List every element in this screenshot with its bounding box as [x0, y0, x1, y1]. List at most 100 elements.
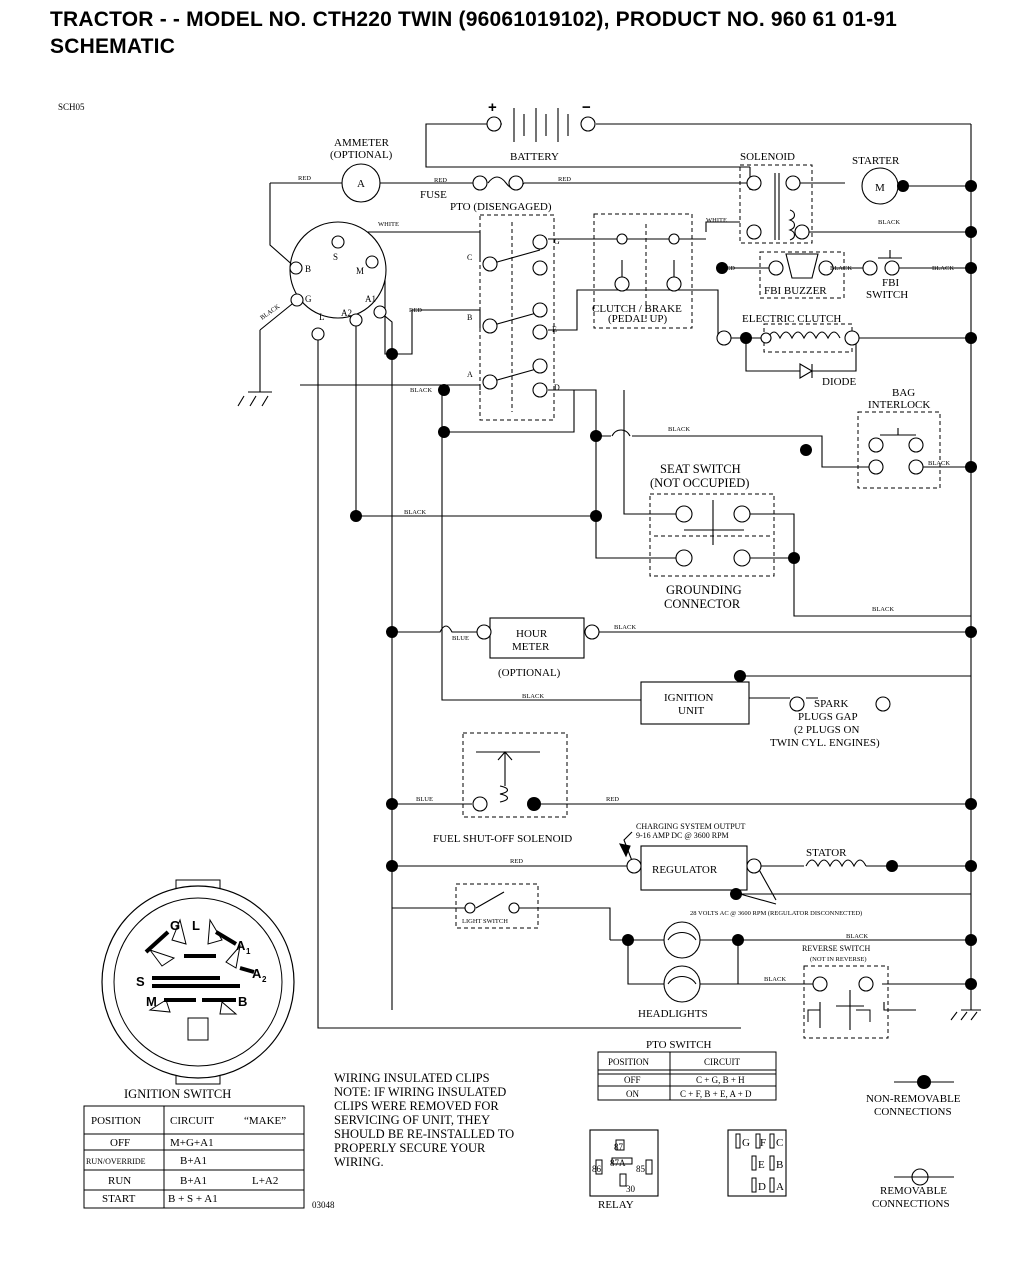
- svg-text:WIRING INSULATED CLIPS: WIRING INSULATED CLIPS: [334, 1071, 490, 1085]
- svg-text:L: L: [192, 918, 200, 933]
- svg-text:RED: RED: [434, 177, 447, 184]
- svg-text:E: E: [758, 1159, 765, 1171]
- solenoid-box: [739, 164, 813, 244]
- volts-note: 28 VOLTS AC @ 3600 RPM (REGULATOR DISCON…: [690, 910, 862, 917]
- svg-text:BLACK: BLACK: [932, 265, 954, 272]
- fuel-solenoid-label: FUEL SHUT-OFF SOLENOID: [433, 833, 572, 845]
- electric-clutch-box: [763, 323, 853, 353]
- svg-text:A1: A1: [365, 294, 376, 304]
- svg-text:B+A1: B+A1: [180, 1155, 207, 1167]
- svg-text:BLACK: BLACK: [404, 509, 426, 516]
- ignition-switch-title: IGNITION SWITCH: [124, 1087, 231, 1101]
- svg-text:RUN/OVERRIDE: RUN/OVERRIDE: [86, 1157, 146, 1166]
- page-subtitle: SCHEMATIC: [50, 35, 176, 58]
- svg-text:BLUE: BLUE: [416, 796, 433, 803]
- svg-text:87A: 87A: [610, 1158, 626, 1168]
- svg-text:CONNECTIONS: CONNECTIONS: [872, 1198, 950, 1210]
- pto-switch-box: [479, 214, 555, 421]
- svg-text:OFF: OFF: [110, 1137, 130, 1149]
- svg-text:RED: RED: [606, 796, 619, 803]
- svg-text:BLACK: BLACK: [668, 426, 690, 433]
- svg-text:D: D: [758, 1181, 766, 1193]
- svg-text:C: C: [776, 1137, 783, 1149]
- svg-text:PLUGS GAP: PLUGS GAP: [798, 711, 858, 723]
- svg-text:BLACK: BLACK: [764, 976, 786, 983]
- svg-text:BLACK: BLACK: [846, 933, 868, 940]
- diode-label: DIODE: [822, 376, 856, 388]
- reverse-switch-box: [803, 965, 889, 1039]
- svg-text:G: G: [554, 237, 560, 246]
- svg-text:PROPERLY SECURE YOUR: PROPERLY SECURE YOUR: [334, 1141, 486, 1155]
- svg-text:87: 87: [614, 1142, 624, 1152]
- svg-text:CIRCUIT: CIRCUIT: [170, 1115, 214, 1127]
- component-boxes: [455, 164, 941, 1039]
- svg-text:A: A: [236, 938, 246, 953]
- ignition-contacts: [144, 930, 255, 1002]
- pto-switch-title: PTO SWITCH: [646, 1039, 712, 1051]
- svg-text:85: 85: [636, 1164, 646, 1174]
- grounding-connector-label: GROUNDING: [666, 583, 742, 597]
- svg-text:B: B: [467, 313, 472, 322]
- svg-text:(2 PLUGS ON: (2 PLUGS ON: [794, 724, 859, 736]
- svg-text:G: G: [305, 294, 312, 304]
- svg-text:M: M: [146, 994, 157, 1009]
- svg-text:(PEDAL UP): (PEDAL UP): [608, 313, 668, 325]
- stator-label: STATOR: [806, 847, 847, 859]
- clips-note: WIRING INSULATED CLIPS NOTE: IF WIRING I…: [334, 1071, 514, 1169]
- svg-text:RUN: RUN: [108, 1175, 131, 1187]
- diagram-labels: SCH05 + − BATTERY AMMETER (OPTIONAL) A F…: [58, 99, 954, 1210]
- svg-text:M+G+A1: M+G+A1: [170, 1137, 214, 1149]
- regulator-label: REGULATOR: [652, 864, 718, 876]
- svg-text:A2: A2: [341, 308, 352, 318]
- ignition-switch-table: IGNITION SWITCH POSITION CIRCUIT “MAKE” …: [83, 1087, 305, 1209]
- electric-clutch-label: ELECTRIC CLUTCH: [742, 313, 841, 325]
- component-circles: [289, 116, 929, 1186]
- headlight-1: [663, 921, 701, 959]
- svg-text:L+A2: L+A2: [252, 1175, 278, 1187]
- ignition-unit-label: IGNITION: [664, 692, 714, 704]
- connection-legend: NON-REMOVABLE CONNECTIONS REMOVABLE CONN…: [866, 1093, 961, 1210]
- svg-text:C: C: [467, 253, 472, 262]
- seat-switch-label: SEAT SWITCH: [660, 462, 741, 476]
- svg-text:BLUE: BLUE: [452, 635, 469, 642]
- svg-text:OFF: OFF: [624, 1075, 641, 1085]
- svg-text:RED: RED: [298, 175, 311, 182]
- svg-text:RED: RED: [510, 858, 523, 865]
- svg-text:M: M: [356, 266, 364, 276]
- headlight-2: [663, 965, 701, 1003]
- svg-text:G: G: [170, 918, 180, 933]
- svg-text:86: 86: [592, 1164, 602, 1174]
- svg-text:ON: ON: [626, 1089, 639, 1099]
- svg-text:BLACK: BLACK: [522, 693, 544, 700]
- svg-text:S: S: [136, 974, 145, 989]
- svg-text:BLACK: BLACK: [830, 265, 852, 272]
- svg-text:BLACK: BLACK: [878, 219, 900, 226]
- relay-diagram: 87 87A 86 85 30 RELAY: [592, 1139, 653, 1211]
- hour-meter-label: HOUR: [516, 628, 548, 640]
- fbi-buzzer-box: [759, 251, 845, 299]
- svg-text:BLACK: BLACK: [928, 460, 950, 467]
- page-title: TRACTOR - - MODEL NO. CTH220 TWIN (96061…: [50, 8, 898, 31]
- reverse-switch-label: REVERSE SWITCH: [802, 944, 870, 953]
- bag-interlock-box: [857, 411, 941, 489]
- svg-text:(NOT IN REVERSE): (NOT IN REVERSE): [810, 956, 867, 963]
- pto-connector-pins: G F C E B D A: [735, 1133, 784, 1193]
- seat-switch-box: [649, 493, 775, 577]
- hour-meter-box: [489, 617, 585, 659]
- svg-text:F: F: [760, 1137, 766, 1149]
- legend-removable: REMOVABLE: [880, 1185, 947, 1197]
- svg-text:B: B: [238, 994, 247, 1009]
- ammeter-symbol: [341, 163, 381, 203]
- svg-text:POSITION: POSITION: [608, 1057, 650, 1067]
- svg-text:WHITE: WHITE: [706, 217, 727, 224]
- svg-text:FBI: FBI: [882, 277, 899, 289]
- pto-label: PTO (DISENGAGED): [450, 201, 552, 213]
- connector-box: [727, 1129, 787, 1197]
- svg-text:SERVICING OF UNIT, THEY: SERVICING OF UNIT, THEY: [334, 1113, 490, 1127]
- drawing-number: 03048: [312, 1200, 335, 1210]
- bag-interlock-label: INTERLOCK: [868, 399, 930, 411]
- svg-text:CLIPS WERE REMOVED FOR: CLIPS WERE REMOVED FOR: [334, 1099, 499, 1113]
- svg-text:E: E: [552, 325, 557, 334]
- solenoid-label: SOLENOID: [740, 151, 795, 163]
